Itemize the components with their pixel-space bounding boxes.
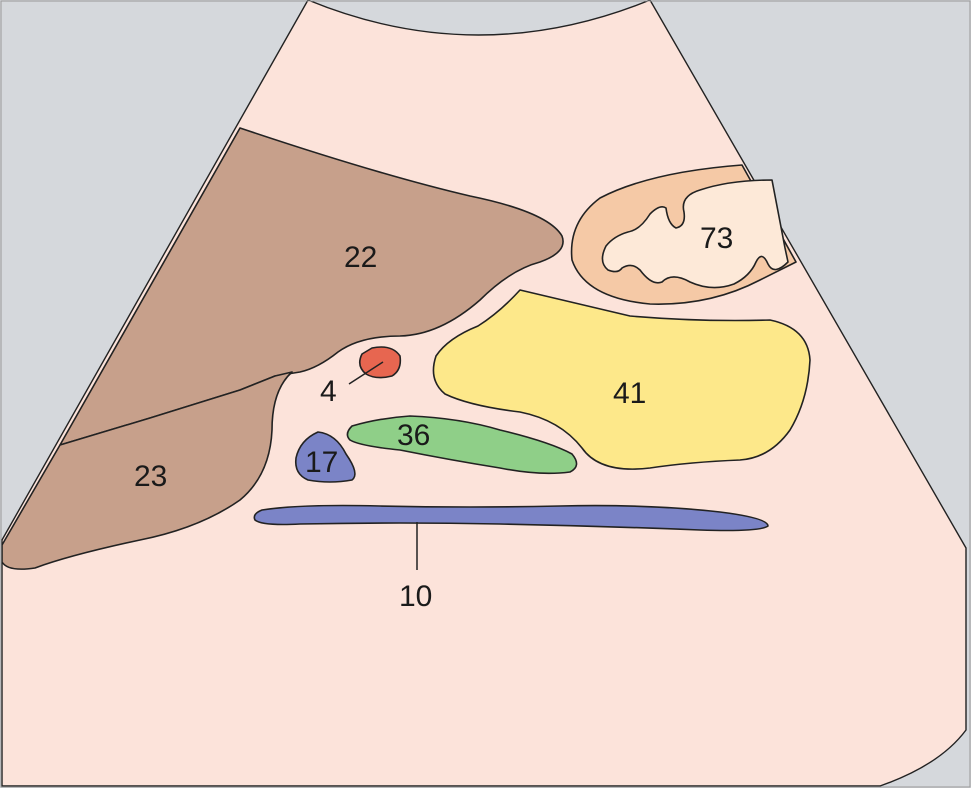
structure-36	[346, 415, 578, 475]
label-23: 23	[134, 460, 167, 493]
label-17: 17	[305, 446, 338, 479]
label-36: 36	[397, 419, 430, 452]
structure-10	[253, 504, 769, 532]
label-10: 10	[399, 580, 432, 613]
structure-73-inner	[601, 179, 789, 289]
label-41: 41	[613, 377, 646, 410]
label-4: 4	[320, 375, 337, 408]
structure-41	[432, 289, 811, 470]
structure-17	[294, 431, 356, 483]
region-23	[1, 371, 293, 570]
label-73: 73	[700, 222, 733, 255]
region-22	[59, 127, 564, 446]
leader-line-4	[348, 361, 384, 385]
label-22: 22	[344, 241, 377, 274]
